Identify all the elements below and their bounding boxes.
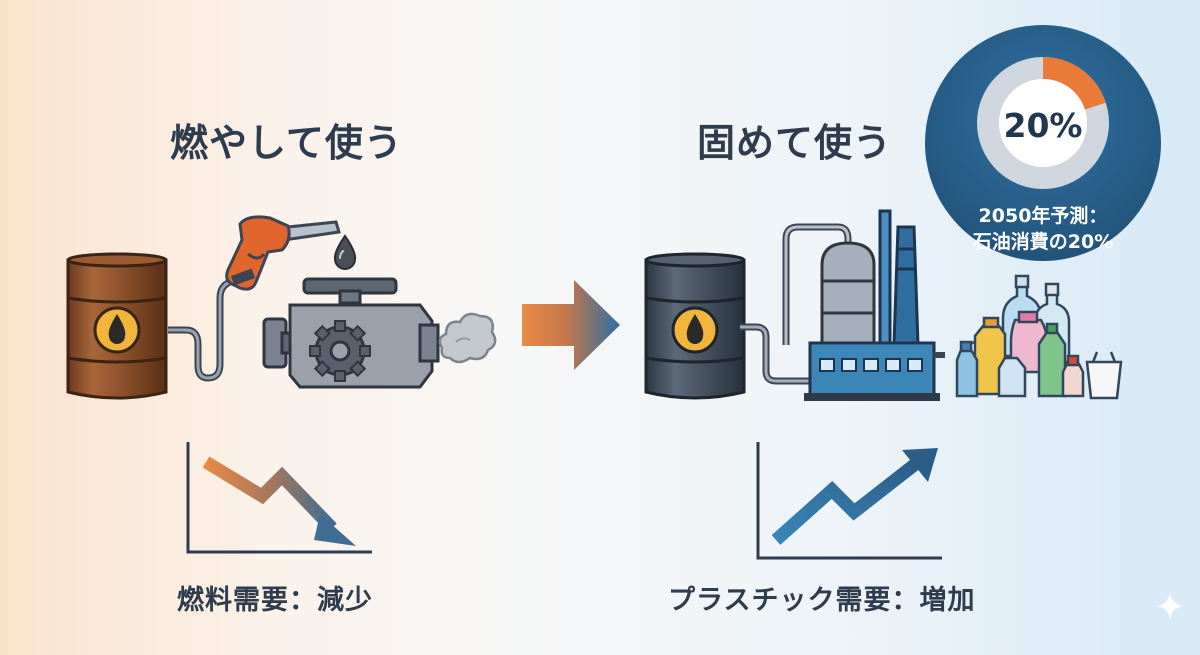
sparkle-icon [1157,593,1183,619]
right-title: 固めて使う [697,121,893,165]
forecast-badge: 20% 2050年予測： 石油消費の20% [925,25,1161,261]
oil-barrel-icon [66,252,168,400]
left-caption: 燃料需要：減少 [177,585,373,616]
forecast-line-2: 石油消費の20% [972,231,1114,253]
growth-chart-icon [756,442,942,560]
fuel-nozzle-icon [225,215,341,291]
decline-chart-icon [186,442,372,554]
share-donut-chart [977,57,1109,189]
refinery-icon [740,209,945,401]
donut-share-segment [977,57,1109,189]
oil-drop-icon [333,234,357,270]
right-arrow-icon [522,280,620,370]
engine-icon [262,277,440,389]
left-title: 燃やして使う [170,121,403,165]
right-caption: プラスチック需要：増加 [668,585,976,616]
exhaust-smoke-icon [438,312,497,364]
oil-barrel-icon [644,252,746,400]
donut-percent-label: 20% [1003,106,1083,145]
forecast-line-1: 2050年予測： [978,205,1108,227]
fuel-hose [168,278,234,382]
plastic-products-icon [955,274,1123,400]
